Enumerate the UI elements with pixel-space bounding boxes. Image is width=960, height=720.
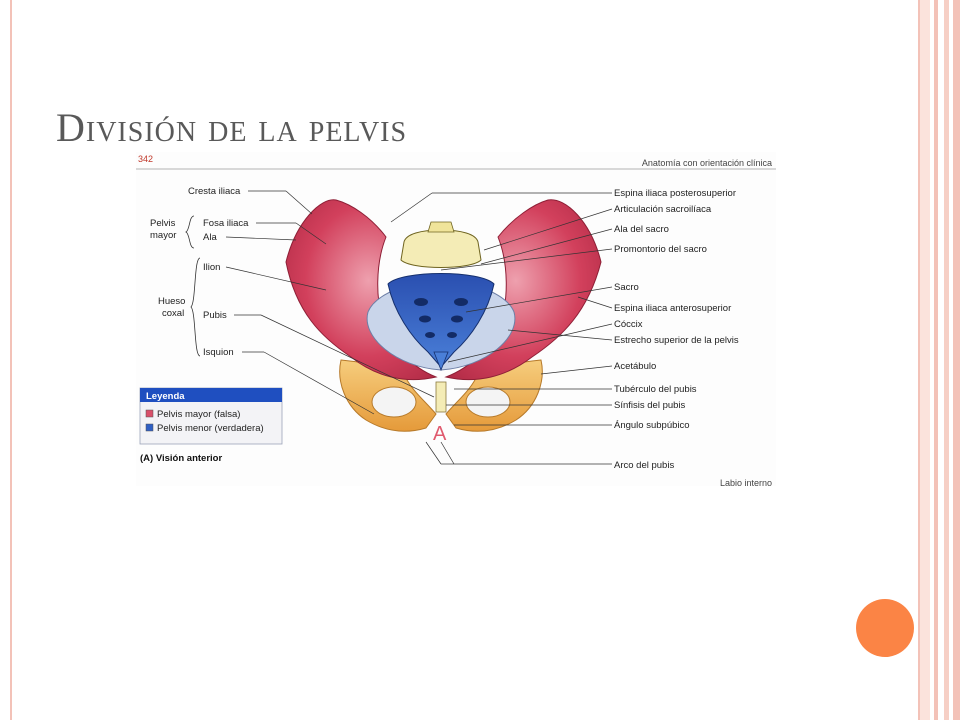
label-right: Espina iliaca anterosuperior — [614, 303, 731, 314]
slide-frame-stripe — [934, 0, 938, 720]
slide-frame-stripe — [953, 0, 960, 720]
label-right: Articulación sacroilíaca — [614, 204, 712, 215]
sacral-foramen — [425, 332, 435, 338]
label-right: Estrecho superior de la pelvis — [614, 335, 739, 346]
slide-frame-right — [918, 0, 930, 720]
slide-frame-stripe — [944, 0, 949, 720]
sacral-foramen — [447, 332, 457, 338]
figure-footer: Labio interno — [720, 478, 772, 486]
sacral-foramen — [451, 315, 463, 323]
label-right: Arco del pubis — [614, 460, 674, 471]
label-isquion: Isquion — [203, 347, 234, 358]
label-right: Sacro — [614, 282, 639, 293]
pubic-symphysis — [435, 381, 447, 413]
label-ilion: Ilion — [203, 262, 220, 273]
slide-accent-circle — [856, 599, 914, 657]
obturator-foramen-left — [371, 386, 417, 418]
label-right: Espina iliaca posterosuperior — [614, 188, 736, 199]
label-right: Ala del sacro — [614, 224, 669, 235]
sacral-foramen — [414, 298, 428, 306]
legend-header — [140, 388, 282, 402]
sacral-foramen — [419, 315, 431, 323]
label-right: Cóccix — [614, 319, 643, 330]
label-hueso-coxal: coxal — [162, 308, 184, 319]
legend-title: Leyenda — [146, 391, 185, 402]
coccyx — [433, 351, 449, 372]
pelvis-figure: 342 Anatomía con orientación clínica A C… — [136, 152, 776, 486]
label-right: Sínfisis del pubis — [614, 400, 686, 411]
label-right: Tubérculo del pubis — [614, 384, 697, 395]
right-labels: Espina iliaca posterosuperior Articulaci… — [390, 188, 739, 471]
pelvis-diagram: 342 Anatomía con orientación clínica A C… — [136, 154, 776, 486]
lumbar-vertebra — [400, 229, 482, 268]
legend-item-pelvis-menor: Pelvis menor (verdadera) — [157, 423, 264, 434]
label-fosa-iliaca: Fosa iliaca — [203, 218, 249, 229]
legend-swatch-pelvis-mayor — [145, 409, 154, 418]
obturator-foramen-right — [465, 386, 511, 418]
label-right: Ángulo subpúbico — [614, 420, 690, 431]
arch-letter: A — [433, 423, 447, 445]
legend-swatch-pelvis-menor — [145, 423, 154, 432]
label-ala: Ala — [203, 232, 217, 243]
legend-item-pelvis-mayor: Pelvis mayor (falsa) — [157, 409, 240, 420]
label-pubis: Pubis — [203, 310, 227, 321]
label-pelvis-mayor: mayor — [150, 230, 176, 241]
label-hueso-coxal: Hueso — [158, 296, 185, 307]
slide-frame-left — [10, 0, 12, 720]
label-cresta-iliaca: Cresta iliaca — [188, 186, 241, 197]
label-pelvis-mayor: Pelvis — [150, 218, 176, 229]
sacral-foramen — [454, 298, 468, 306]
sacrum — [387, 273, 495, 368]
label-right: Acetábulo — [614, 361, 656, 372]
legend: Leyenda Pelvis mayor (falsa) Pelvis meno… — [139, 387, 283, 445]
slide-title: División de la pelvis — [56, 105, 408, 150]
figure-header: Anatomía con orientación clínica — [642, 158, 772, 168]
label-right: Promontorio del sacro — [614, 244, 707, 255]
figure-caption: (A) Visión anterior — [140, 453, 222, 464]
vertebra-process — [427, 221, 455, 233]
page-number: 342 — [138, 154, 153, 164]
